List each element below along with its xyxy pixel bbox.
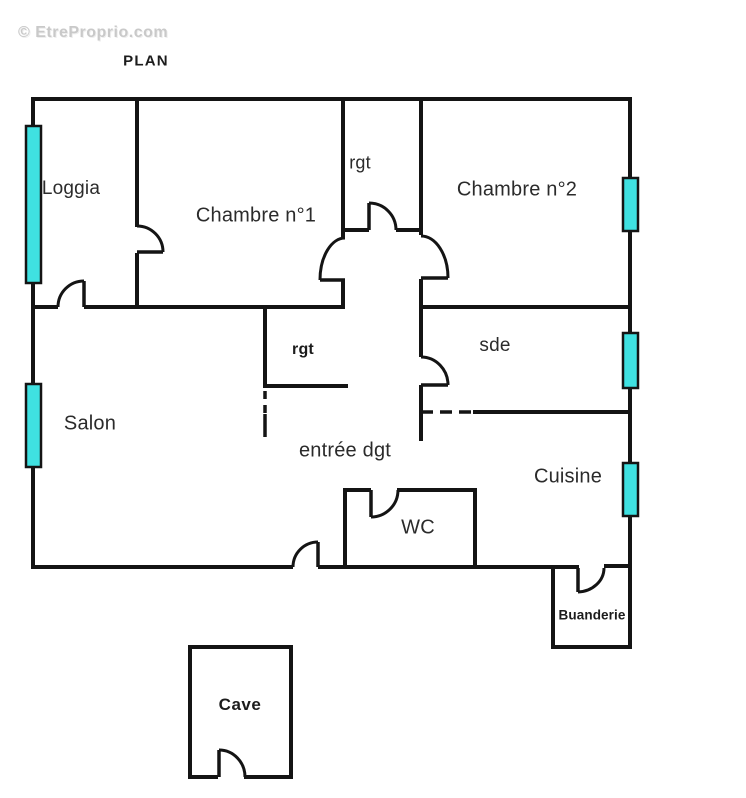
room-label-loggia: Loggia [41,178,101,199]
window-marker [621,331,640,390]
door-arc [136,224,165,253]
room-label-sde: sde [479,335,511,356]
room-label-entree: entrée dgt [298,439,392,462]
room-label-chambre2: Chambre n°2 [456,178,578,201]
door-arc [56,279,85,308]
room-label-salon: Salon [63,412,117,435]
windows [24,124,640,518]
room-label-rgt-middle: rgt [292,341,314,358]
watermark: © EtreProprio.com [18,24,169,41]
window-marker [621,461,640,518]
room-label-rgt-top: rgt [349,152,371,173]
room-label-chambre1: Chambre n°1 [195,204,317,227]
door-arc [420,355,450,386]
door-arc [577,567,606,594]
window-marker [24,382,43,469]
door-arc [420,234,450,279]
wall-buanderie [551,567,632,649]
door-arc [370,489,400,519]
room-label-buanderie: Buanderie [558,607,626,623]
doors [56,201,606,778]
door-arc [318,236,346,281]
window-marker [24,124,43,285]
window-marker [621,176,640,233]
room-label-cuisine: Cuisine [533,465,603,488]
wall-bottom [31,564,632,569]
room-label-cave: Cave [218,695,262,714]
wall-cave [188,645,293,779]
room-label-wc: WC [401,516,435,539]
page-title: PLAN [123,52,169,70]
door-arc [368,201,398,231]
door-arc [291,540,319,568]
wall-wc [343,488,477,569]
door-arc [218,748,247,778]
